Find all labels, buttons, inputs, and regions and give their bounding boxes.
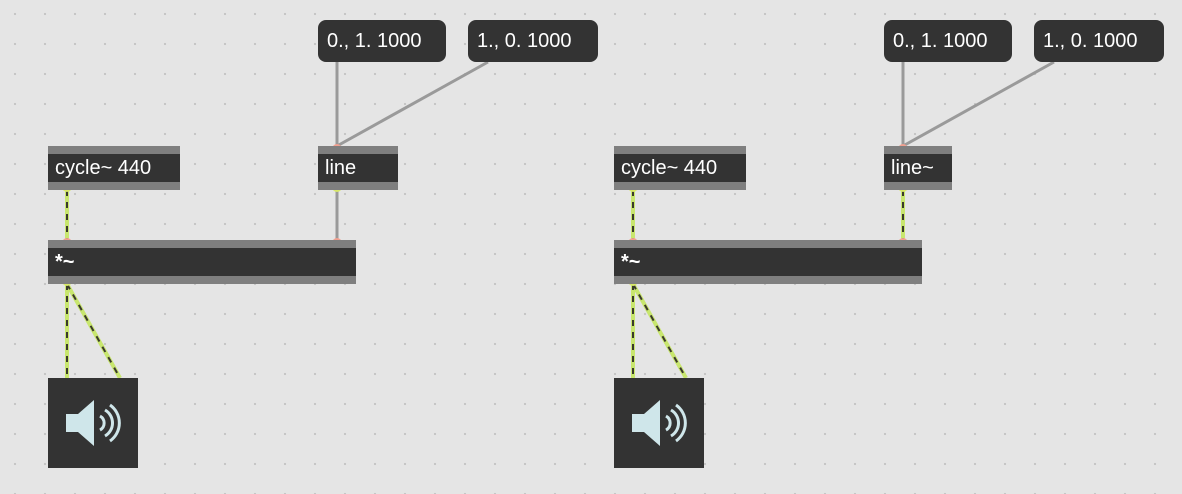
ezdac-button[interactable] <box>614 378 704 468</box>
control-cords <box>335 60 1055 240</box>
object-multiply-signal[interactable]: *~ <box>614 240 922 284</box>
object-line[interactable]: line <box>318 146 398 190</box>
message-box-ramp-up[interactable]: 0., 1. 1000 <box>884 20 1012 62</box>
message-box-ramp-down[interactable]: 1., 0. 1000 <box>1034 20 1164 62</box>
ezdac-button[interactable] <box>48 378 138 468</box>
speaker-icon <box>632 400 687 446</box>
cord-msg2-line <box>336 60 489 148</box>
signal-cords <box>65 190 905 379</box>
message-box-ramp-down[interactable]: 1., 0. 1000 <box>468 20 598 62</box>
cord-msg2-line-tilde <box>902 60 1055 148</box>
object-line-signal[interactable]: line~ <box>884 146 952 190</box>
speaker-icon <box>66 400 121 446</box>
object-cycle[interactable]: cycle~ 440 <box>614 146 746 190</box>
object-cycle[interactable]: cycle~ 440 <box>48 146 180 190</box>
message-box-ramp-up[interactable]: 0., 1. 1000 <box>318 20 446 62</box>
object-multiply-signal[interactable]: *~ <box>48 240 356 284</box>
